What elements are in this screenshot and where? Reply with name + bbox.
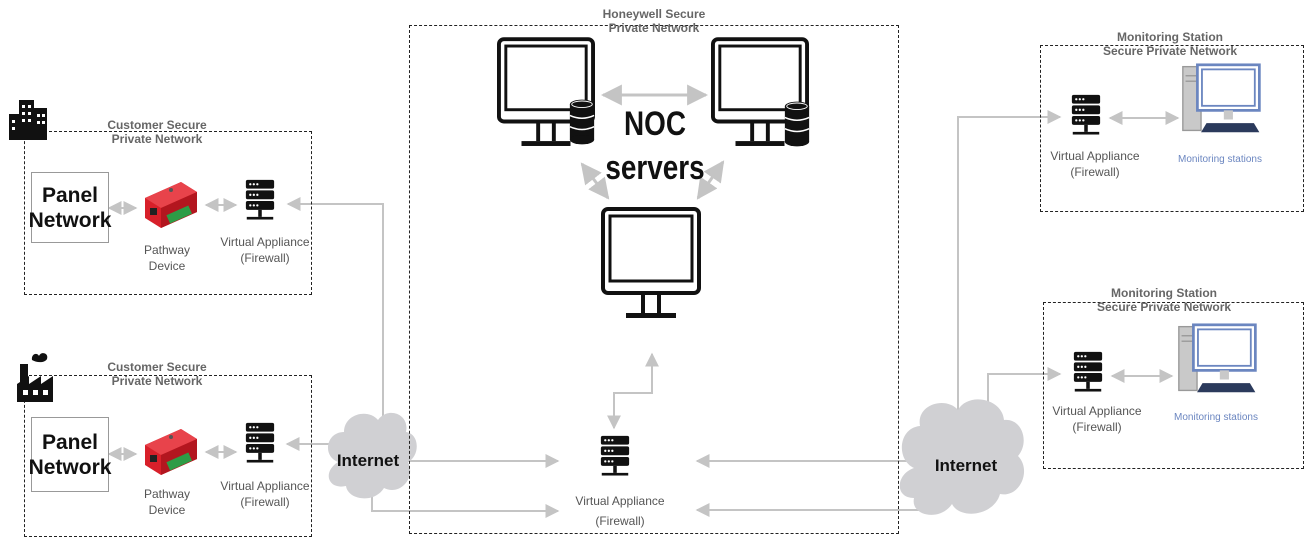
pathway-device-label: Pathway Device	[132, 242, 202, 274]
noc-monitor-center	[601, 207, 701, 327]
internet-label-right: Internet	[934, 456, 998, 475]
honeywell-title-line1: Honeywell Secure	[602, 7, 706, 21]
internet-cloud-left	[327, 412, 417, 499]
database-icon	[568, 98, 596, 146]
customer-top-title-line1: Customer Secure	[107, 118, 207, 132]
honeywell-title: Honeywell Secure Private Network	[554, 7, 754, 35]
panel-network-box: Panel Network	[28, 417, 112, 492]
server-icon	[245, 421, 275, 467]
monitoring-stations-label: Monitoring stations	[1174, 412, 1258, 423]
internet-cloud-right	[899, 399, 1025, 515]
firewall-label: Virtual Appliance (Firewall)	[1040, 148, 1150, 180]
va-label-line2: (Firewall)	[240, 251, 290, 265]
noc-servers-label: NOC servers	[598, 102, 713, 190]
central-va-line1: Virtual Appliance	[575, 494, 665, 508]
monitoring-station-icon	[1176, 323, 1260, 405]
panel-label-line2: Network	[28, 208, 112, 232]
monitoring-top-title-line2: Secure Private Network	[1102, 44, 1238, 58]
monitoring-bottom-title-line1: Monitoring Station	[1111, 286, 1217, 300]
va-label-line1: Virtual Appliance	[220, 235, 310, 249]
pathway-label-line2: Device	[148, 259, 186, 273]
customer-bottom-title-line1: Customer Secure	[107, 360, 207, 374]
monitoring-bottom-title-line2: Secure Private Network	[1096, 300, 1232, 314]
monitoring-top-title: Monitoring Station Secure Private Networ…	[1070, 30, 1270, 58]
factory-icon	[17, 353, 53, 402]
database-icon	[783, 100, 811, 148]
pathway-label-line2: Device	[148, 503, 186, 517]
noc-label-line1: NOC	[624, 105, 686, 143]
firewall-label: Virtual Appliance (Firewall)	[210, 234, 320, 266]
pathway-device-icon	[140, 423, 202, 479]
central-va-line2: (Firewall)	[595, 514, 645, 528]
va-label-line2: (Firewall)	[1070, 165, 1120, 179]
monitoring-bottom-title: Monitoring Station Secure Private Networ…	[1064, 286, 1264, 314]
monitoring-top-title-line1: Monitoring Station	[1117, 30, 1223, 44]
monitoring-network-zone-top	[1040, 45, 1304, 212]
server-icon	[600, 434, 630, 480]
pathway-device-label: Pathway Device	[132, 486, 202, 518]
panel-network-box: Panel Network	[28, 172, 112, 243]
customer-network-zone-top	[24, 131, 312, 295]
firewall-label: Virtual Appliance (Firewall)	[1042, 403, 1152, 435]
server-icon	[1073, 350, 1103, 396]
pathway-label-line1: Pathway	[143, 487, 191, 501]
customer-network-zone-bottom	[24, 375, 312, 537]
panel-label-line2: Network	[28, 455, 112, 479]
server-icon	[1071, 93, 1101, 139]
va-label-line1: Virtual Appliance	[1052, 404, 1142, 418]
customer-top-title-line2: Private Network	[111, 132, 203, 146]
customer-top-title: Customer Secure Private Network	[77, 118, 237, 146]
honeywell-title-line2: Private Network	[608, 21, 700, 35]
va-label-line1: Virtual Appliance	[1050, 149, 1140, 163]
va-label-line2: (Firewall)	[240, 495, 290, 509]
va-label-line1: Virtual Appliance	[220, 479, 310, 493]
internet-label-left: Internet	[336, 451, 400, 470]
firewall-label: Virtual Appliance (Firewall)	[210, 478, 320, 510]
monitoring-network-zone-bottom	[1043, 302, 1304, 469]
monitoring-station-icon	[1180, 63, 1264, 145]
panel-label-line1: Panel	[41, 430, 99, 454]
central-firewall-label: Virtual Appliance (Firewall)	[565, 491, 675, 531]
panel-label-line1: Panel	[41, 183, 99, 207]
noc-label-line2: servers	[605, 149, 705, 187]
pathway-label-line1: Pathway	[143, 243, 191, 257]
office-building-icon	[9, 100, 47, 140]
customer-bottom-title-line2: Private Network	[111, 374, 203, 388]
va-label-line2: (Firewall)	[1072, 420, 1122, 434]
pathway-device-icon	[140, 176, 202, 232]
server-icon	[245, 178, 275, 224]
monitoring-stations-label: Monitoring stations	[1178, 154, 1262, 165]
honeywell-network-zone	[409, 25, 899, 534]
customer-bottom-title: Customer Secure Private Network	[77, 360, 237, 388]
